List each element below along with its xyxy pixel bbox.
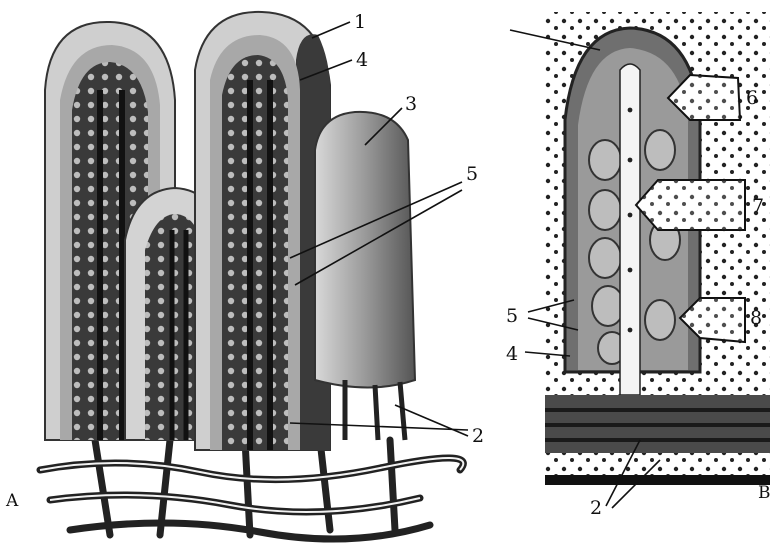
- panel-letter-a: A: [5, 491, 19, 511]
- label-6: 6: [746, 87, 758, 109]
- label-3: 3: [405, 93, 417, 115]
- label-2-a: 2: [472, 425, 484, 447]
- panel-letter-b: B: [758, 483, 771, 503]
- arrow-box-7: [636, 180, 745, 230]
- label-8: 8: [750, 307, 762, 329]
- label-2-b: 2: [590, 497, 602, 519]
- vessel-network: [40, 440, 463, 539]
- central-lacteal: [620, 64, 640, 395]
- panel-b: 6 7 8 5 4 2 B: [506, 12, 771, 519]
- label-7: 7: [752, 195, 764, 217]
- label-4-b: 4: [506, 343, 518, 365]
- panel-a: 1 4 3 5 2 A: [5, 11, 484, 539]
- label-5-b: 5: [506, 305, 518, 327]
- label-4-a: 4: [356, 49, 368, 71]
- villus-center: [195, 12, 330, 450]
- label-5-a: 5: [466, 163, 478, 185]
- label-1: 1: [354, 11, 366, 33]
